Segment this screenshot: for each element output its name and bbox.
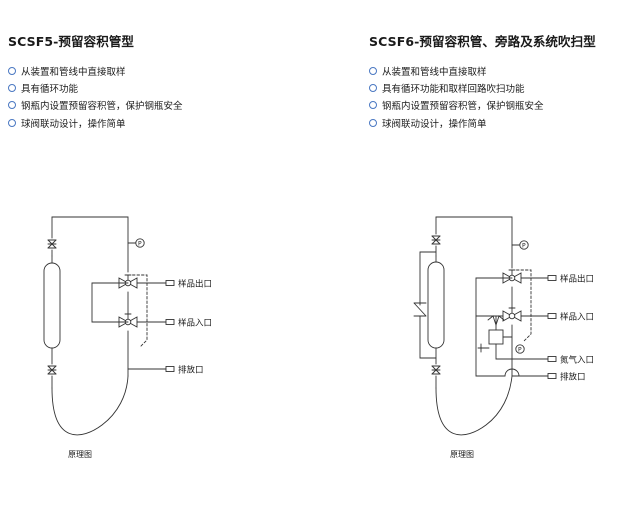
gauge-label: P	[518, 347, 522, 354]
inlet-label: 样品入口	[560, 312, 594, 323]
bullet-icon	[8, 83, 16, 92]
sample-cylinder	[427, 261, 445, 349]
pipe	[495, 315, 504, 326]
bullet-icon	[8, 66, 16, 75]
upper-ball-valve-icon	[118, 274, 138, 289]
feature-text: 从装置和管线中直接取样	[382, 66, 487, 78]
nitrogen-fitting	[547, 356, 557, 362]
linkage-line	[127, 274, 148, 348]
scsf5-feature-list: 从装置和管线中直接取样 具有循环功能 钢瓶内设置预留容积管，保护钢瓶安全 球阀联…	[8, 62, 183, 131]
pressure-gauge-icon	[135, 238, 145, 248]
pipe-crossover	[504, 368, 520, 377]
feature-item: 球阀联动设计，操作简单	[8, 114, 183, 131]
upper-ball-valve-icon	[502, 269, 522, 284]
outlet-fitting	[165, 280, 175, 286]
feature-text: 具有循环功能	[21, 83, 79, 95]
gauge-label: P	[522, 243, 526, 250]
pressure-gauge-icon	[515, 344, 525, 354]
feature-item: 从装置和管线中直接取样	[8, 62, 183, 79]
scsf6-feature-list: 从装置和管线中直接取样 具有循环功能和取样回路吹扫功能 钢瓶内设置预留容积管，保…	[369, 62, 544, 131]
feature-text: 球阀联动设计，操作简单	[21, 118, 126, 130]
bypass-pipe	[419, 251, 437, 306]
drain-fitting	[165, 366, 175, 372]
bullet-icon	[8, 118, 16, 127]
feature-text: 具有循环功能和取样回路吹扫功能	[382, 83, 525, 95]
bullet-icon	[8, 101, 16, 110]
drain-fitting	[547, 373, 557, 379]
feature-item: 具有循环功能	[8, 79, 183, 96]
sample-cylinder	[43, 262, 61, 349]
drain-label: 排放口	[560, 372, 586, 383]
gauge-label: P	[138, 241, 142, 248]
scsf6-diagram: P 样品出口 样品入口 P 氮气入口 排放口 原理图	[413, 216, 594, 459]
vertical-valve-icon	[431, 235, 441, 245]
outlet-label: 样品出口	[178, 279, 212, 290]
diagram-caption: 原理图	[68, 450, 92, 459]
feature-item: 球阀联动设计，操作简单	[369, 114, 544, 131]
feature-text: 钢瓶内设置预留容积管，保护钢瓶安全	[382, 101, 544, 113]
bypass-pipe	[419, 315, 437, 359]
feature-text: 钢瓶内设置预留容积管，保护钢瓶安全	[21, 101, 183, 113]
inlet-fitting	[547, 313, 557, 319]
outlet-label: 样品出口	[560, 274, 594, 285]
handle-icon	[477, 343, 490, 353]
bullet-icon	[369, 101, 377, 110]
drain-label: 排放口	[178, 365, 204, 376]
pressure-gauge-icon	[519, 240, 529, 250]
outlet-fitting	[547, 275, 557, 281]
inlet-fitting	[165, 319, 175, 325]
feature-item: 从装置和管线中直接取样	[369, 62, 544, 79]
vertical-valve-icon	[47, 365, 57, 375]
pipe	[435, 216, 513, 269]
feature-item: 具有循环功能和取样回路吹扫功能	[369, 79, 544, 96]
loop-pipe	[435, 375, 513, 436]
lower-ball-valve-icon	[118, 313, 138, 328]
loop-pipe	[51, 375, 129, 436]
bullet-icon	[369, 118, 377, 127]
regulator-icon	[488, 329, 504, 345]
feature-item: 钢瓶内设置预留容积管，保护钢瓶安全	[369, 97, 544, 114]
pipe	[495, 343, 549, 360]
lower-ball-valve-icon	[502, 307, 522, 322]
nitrogen-label: 氮气入口	[560, 355, 594, 366]
feature-text: 球阀联动设计，操作简单	[382, 118, 487, 130]
bullet-icon	[369, 83, 377, 92]
scsf5-diagram: P 样品出口 样品入口 排放口 原理图	[43, 216, 212, 459]
feature-item: 钢瓶内设置预留容积管，保护钢瓶安全	[8, 97, 183, 114]
diagram-caption: 原理图	[450, 450, 474, 459]
bypass-pipe	[91, 282, 129, 323]
bypass-pipe	[475, 277, 513, 317]
scsf6-title: SCSF6-预留容积管、旁路及系统吹扫型	[369, 34, 596, 49]
inlet-label: 样品入口	[178, 318, 212, 329]
vertical-valve-icon	[47, 239, 57, 249]
pipe	[475, 315, 506, 377]
vertical-valve-icon	[431, 365, 441, 375]
pipe	[51, 216, 129, 273]
linkage-line	[511, 269, 532, 342]
bullet-icon	[369, 66, 377, 75]
scsf5-title: SCSF5-预留容积管型	[8, 34, 135, 49]
feature-text: 从装置和管线中直接取样	[21, 66, 126, 78]
